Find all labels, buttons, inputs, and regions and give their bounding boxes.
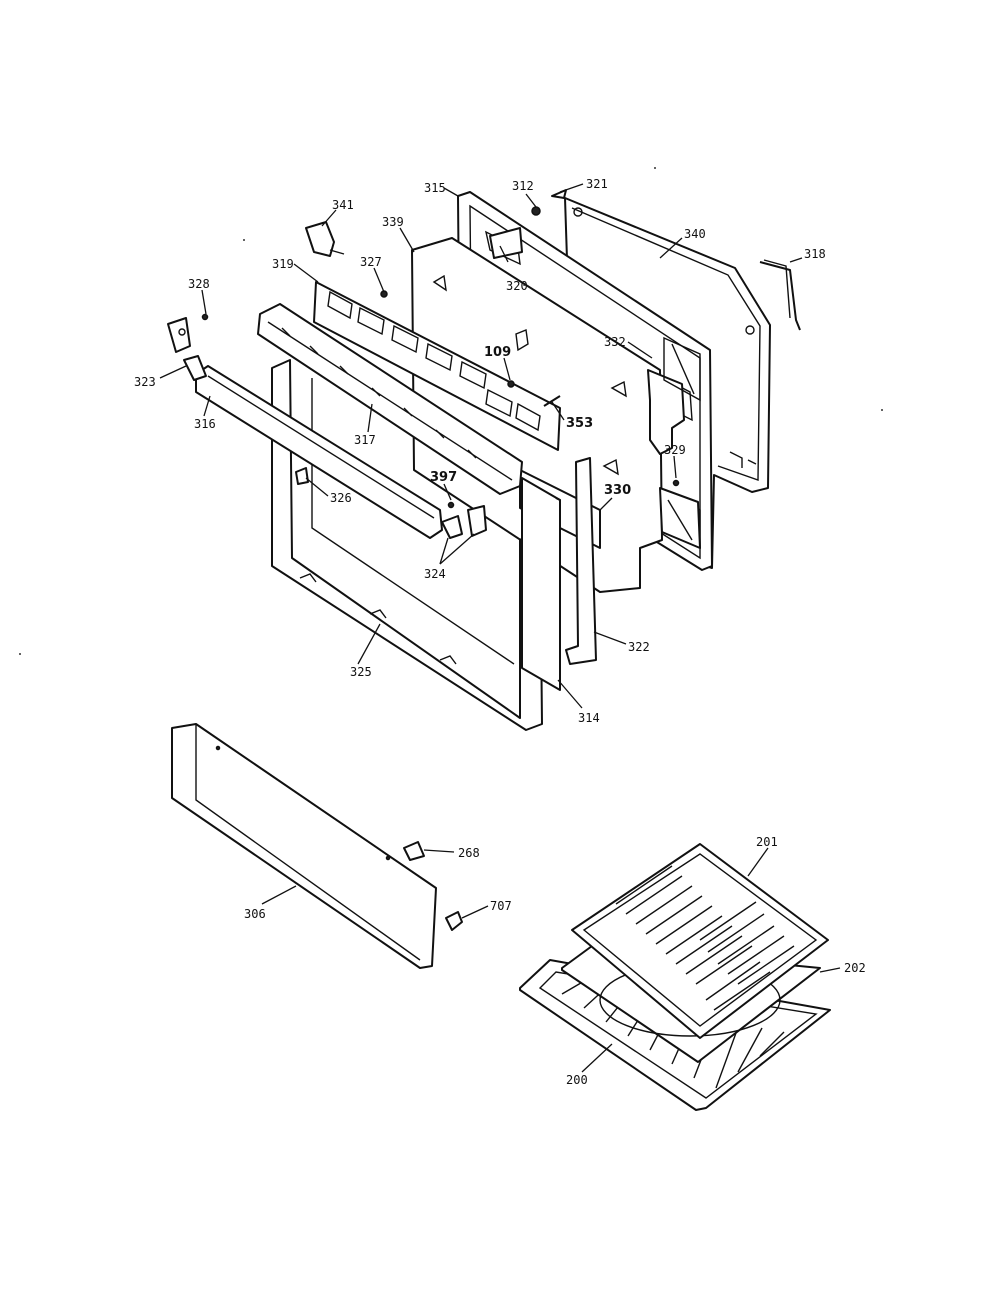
callout-329: 329 [664,443,686,457]
small-plate [305,221,345,257]
screw-353 [543,395,561,407]
handle-caps [167,317,487,539]
scan-specks [19,167,883,655]
hinge-320 [489,227,523,259]
drawer-front-panel [171,723,437,969]
callout-268: 268 [458,846,480,860]
callout-324: 324 [424,567,446,581]
callout-319: 319 [272,257,294,271]
callout-316: 316 [194,417,216,431]
callout-322: 322 [628,640,650,654]
callout-labels: 312 321 315 341 339 340 318 319 327 328 … [134,177,866,1087]
door-trim [257,303,523,495]
leader-lines [159,183,841,1073]
callout-201: 201 [756,835,778,849]
screw-109 [507,380,515,388]
callout-323: 323 [134,375,156,389]
callout-330: 330 [604,483,631,498]
callout-339: 339 [382,215,404,229]
nut-312 [531,206,541,216]
screw-321 [551,189,567,199]
callout-202: 202 [844,961,866,975]
callout-109: 109 [484,345,511,360]
callout-332: 332 [604,335,626,349]
door-gasket [759,259,801,331]
callout-317: 317 [354,433,376,447]
callout-318: 318 [804,247,826,261]
lower-hinge [659,479,701,549]
callout-314: 314 [578,711,600,725]
drawer-clips [403,841,463,931]
hardware-fasteners [201,189,567,509]
callout-707: 707 [490,899,512,913]
door-glass [521,477,561,691]
screw-328 [201,313,209,321]
callout-341: 341 [332,198,354,212]
callout-340: 340 [684,227,706,241]
broiler-pan-set [519,843,831,1111]
callout-306: 306 [244,907,266,921]
vent-panel [313,281,561,451]
callout-200: 200 [566,1073,588,1087]
callout-353: 353 [566,416,593,431]
screw-397 [447,501,455,509]
callout-328: 328 [188,277,210,291]
callout-325: 325 [350,665,372,679]
callout-320: 320 [506,279,528,293]
callout-397: 397 [430,470,457,485]
hinge-bracket [647,336,701,455]
clip-326 [295,467,309,485]
side-channel [565,457,597,665]
grid-slots [615,865,795,1011]
door-handle [195,365,443,539]
callout-327: 327 [360,255,382,269]
callout-326: 326 [330,491,352,505]
callout-312: 312 [512,179,534,193]
callout-321: 321 [586,177,608,191]
callout-315: 315 [424,181,446,195]
